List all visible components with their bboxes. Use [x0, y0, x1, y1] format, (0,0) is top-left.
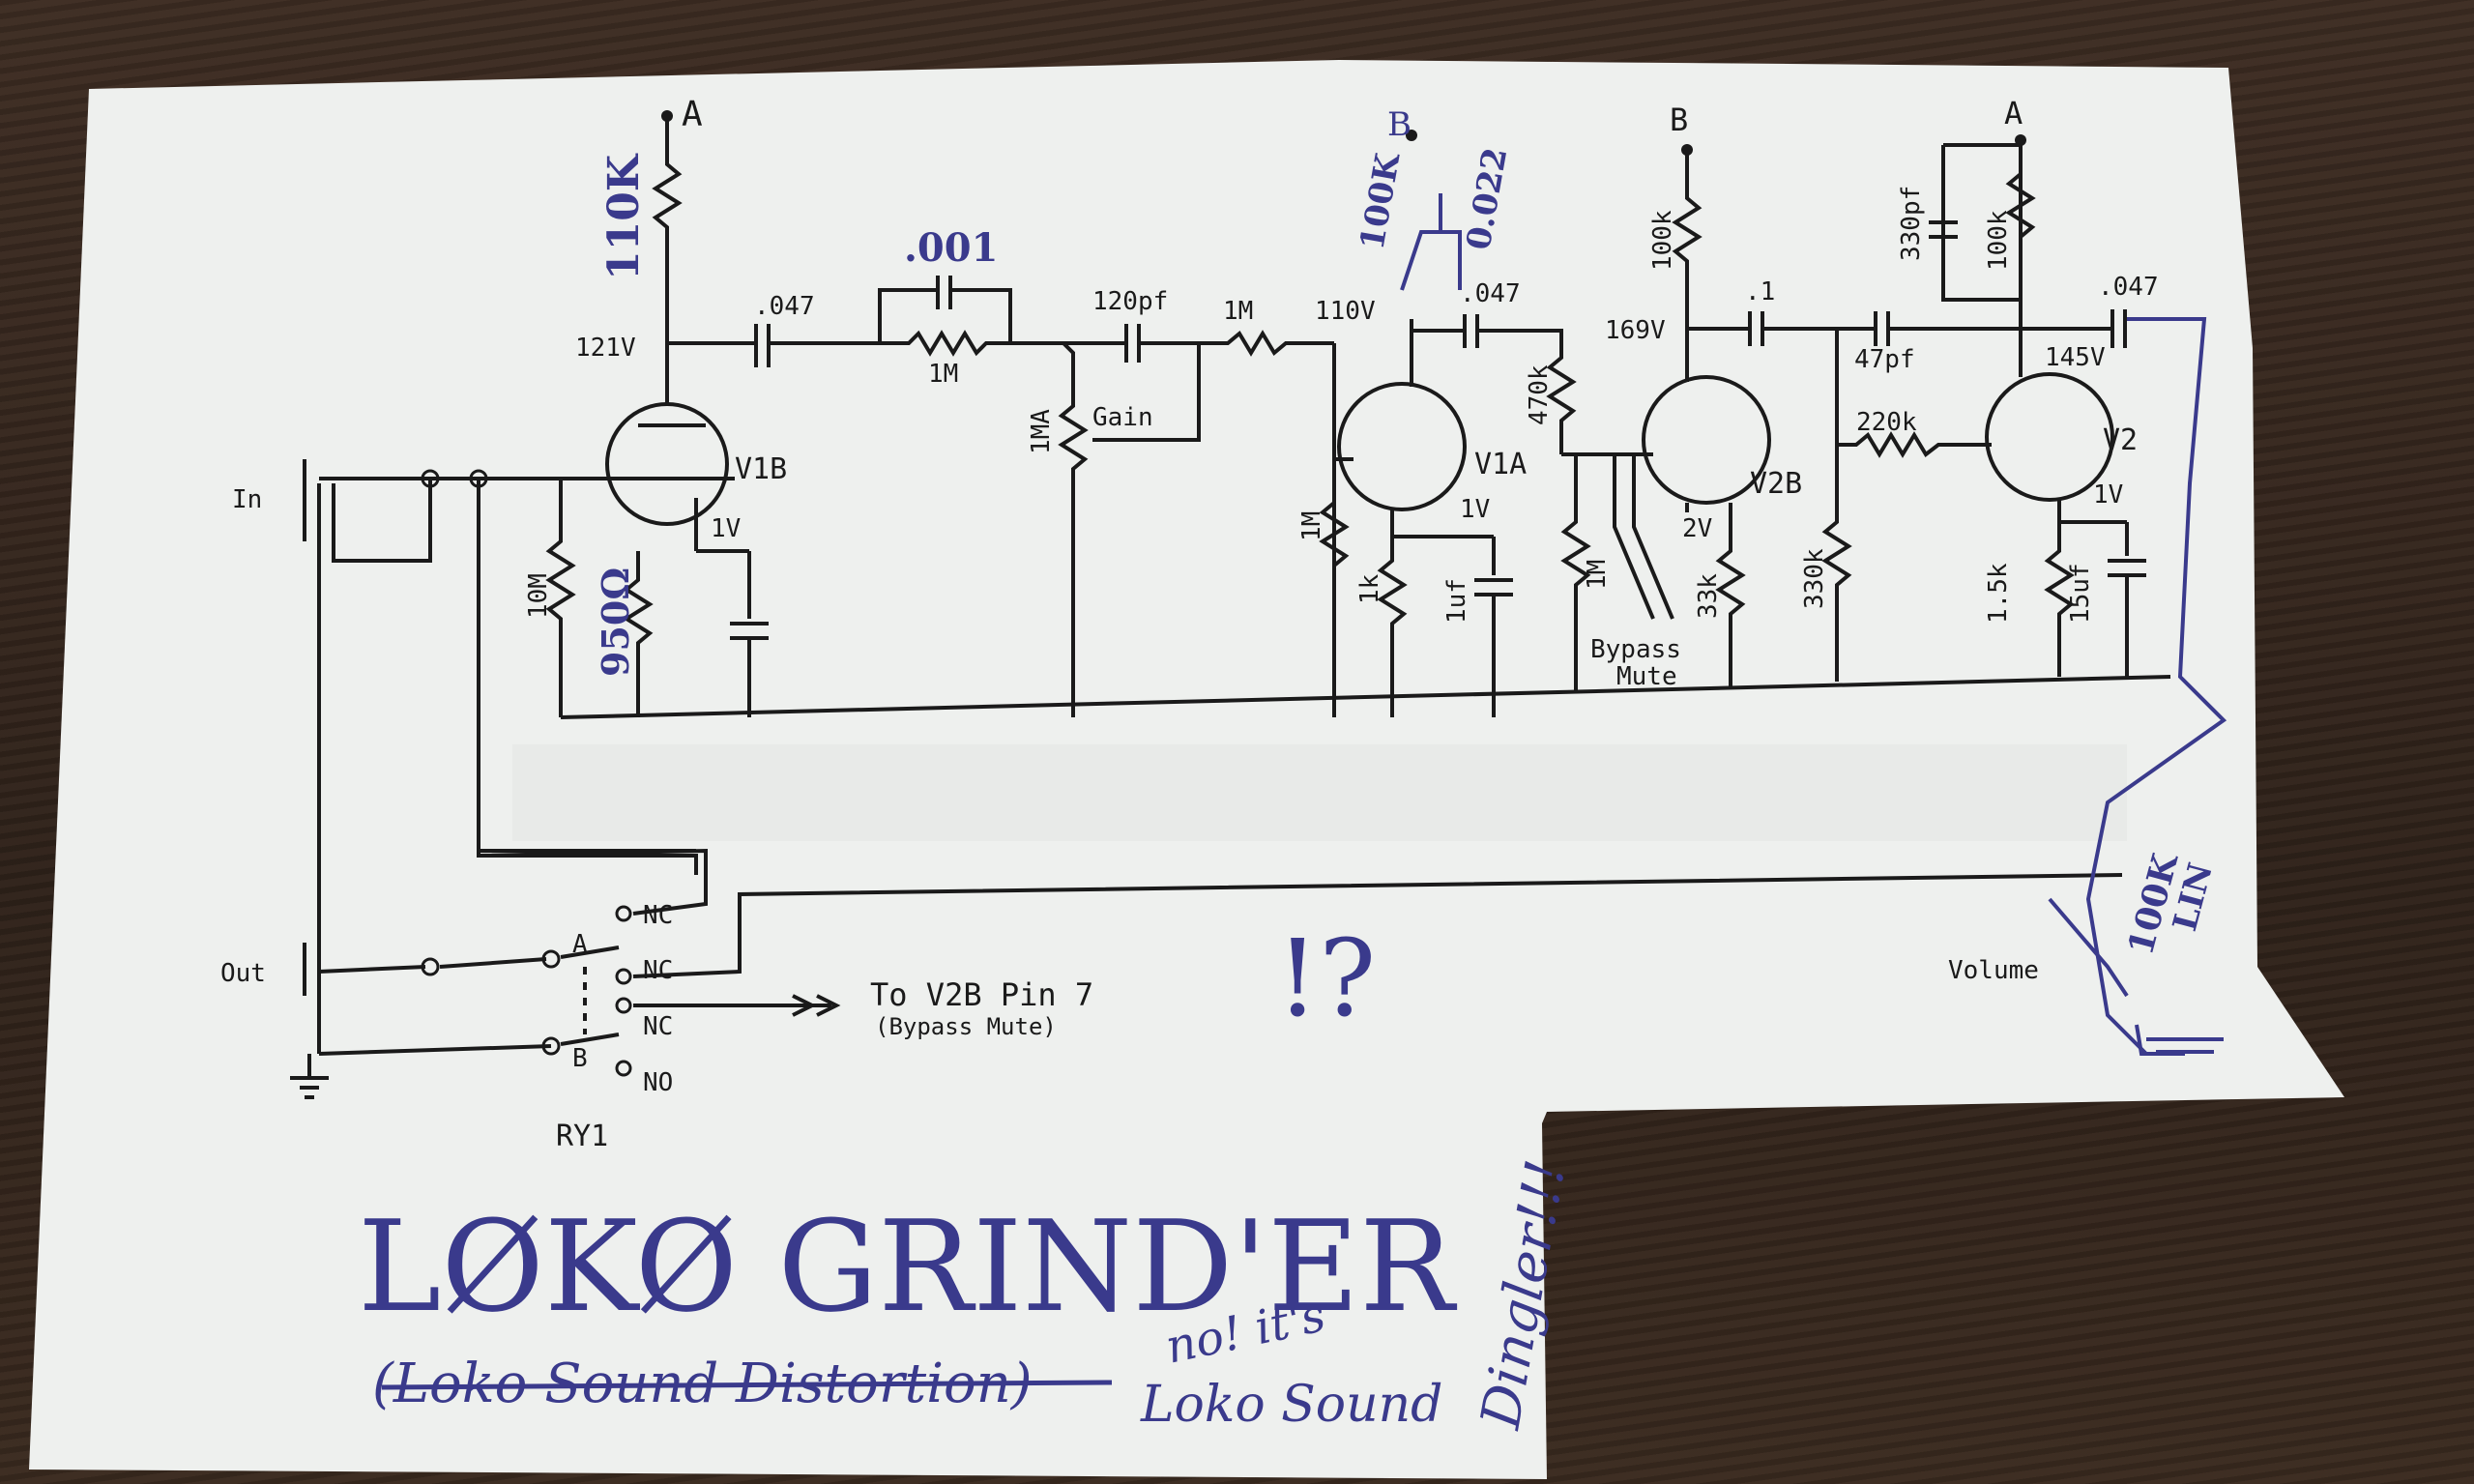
label-to-v2b: To V2B Pin 7 [870, 976, 1093, 1013]
label-no: NO [643, 1068, 673, 1097]
label-1v-a: 1V [711, 514, 741, 543]
label-bypass-mute: (Bypass Mute) [875, 1013, 1057, 1040]
label-volume: Volume [1948, 956, 2039, 985]
label-110v: 110V [1315, 297, 1376, 326]
label-1v-c: 1V [2093, 480, 2123, 509]
label-145v: 145V [2045, 343, 2106, 372]
label-nc3: NC [643, 1012, 673, 1041]
label-1m-b: 1M [1223, 297, 1253, 326]
label-470k: 470k [1525, 364, 1554, 425]
label-v2b: V2B [1750, 467, 1802, 501]
paper-shadow-strip [512, 744, 2127, 841]
label-047c: .047 [2098, 273, 2159, 302]
hand-loko-sound: Loko Sound [1140, 1376, 1442, 1434]
label-nc1: NC [643, 901, 673, 930]
handwired [1400, 193, 2227, 1056]
label-sw-b: B [572, 1044, 588, 1073]
hand-110k: 110K [599, 153, 649, 280]
hand-001: .001 [904, 225, 998, 271]
node-a1: A [682, 95, 703, 134]
label-gain: Gain [1092, 403, 1153, 432]
label-169v: 169V [1605, 316, 1666, 345]
label-100k-d: 100k [1984, 210, 2013, 271]
label-out: Out [220, 959, 266, 988]
handwritten-labels: 110K .001 B 100K 0.022 950Ω 100K LIN !? … [358, 105, 2221, 1434]
label-2v: 2V [1682, 514, 1712, 543]
label-mute: Mute [1616, 662, 1677, 691]
label-bypass: Bypass [1590, 635, 1681, 664]
label-1ma: 1MA [1027, 409, 1056, 454]
label-330k: 330k [1800, 548, 1829, 609]
label-15uf: 15uf [2066, 563, 2095, 624]
label-sw-a: A [572, 930, 588, 959]
label-1-5k: 1.5k [1984, 563, 2013, 624]
label-in: In [232, 485, 262, 514]
label-nc2: NC [643, 956, 673, 985]
label-1uf: 1uf [1442, 578, 1471, 624]
label-c1: .1 [1745, 277, 1775, 306]
label-v2: V2 [2103, 423, 2138, 457]
label-1m-a: 1M [928, 360, 958, 389]
label-10m: 10M [524, 573, 553, 619]
label-100k-c: 100k [1648, 210, 1677, 271]
label-1k: 1k [1355, 573, 1384, 604]
label-v1a: V1A [1474, 448, 1527, 481]
label-330pf: 330pf [1897, 186, 1926, 261]
label-1m-c: 1M [1297, 511, 1326, 541]
hand-exclaim: !? [1276, 917, 1376, 1040]
label-220k: 220k [1856, 408, 1917, 437]
label-47pf: 47pf [1854, 345, 1915, 374]
label-1v-b: 1V [1460, 495, 1490, 524]
label-121v: 121V [575, 334, 636, 363]
label-1m-d: 1M [1583, 560, 1612, 590]
label-047a: .047 [754, 292, 815, 321]
label-33k: 33k [1694, 573, 1723, 619]
label-047b: .047 [1460, 279, 1521, 308]
label-ry1: RY1 [556, 1120, 608, 1153]
label-v1b: V1B [735, 452, 787, 486]
hand-title: LØKØ GRIND'ER [358, 1193, 1457, 1340]
hand-node-b1: B [1387, 105, 1412, 144]
wiring [290, 116, 2171, 1099]
node-a2: A [2004, 95, 2023, 131]
strike-line [381, 1380, 1113, 1390]
nodes [421, 110, 2026, 1077]
label-120pf: 120pf [1092, 287, 1168, 316]
node-b2: B [1670, 102, 1688, 138]
printed-labels: In Out RY1 A B A 121V .047 1M 120pf 1M G… [220, 95, 2159, 1153]
hand-950: 950Ω [594, 567, 637, 677]
